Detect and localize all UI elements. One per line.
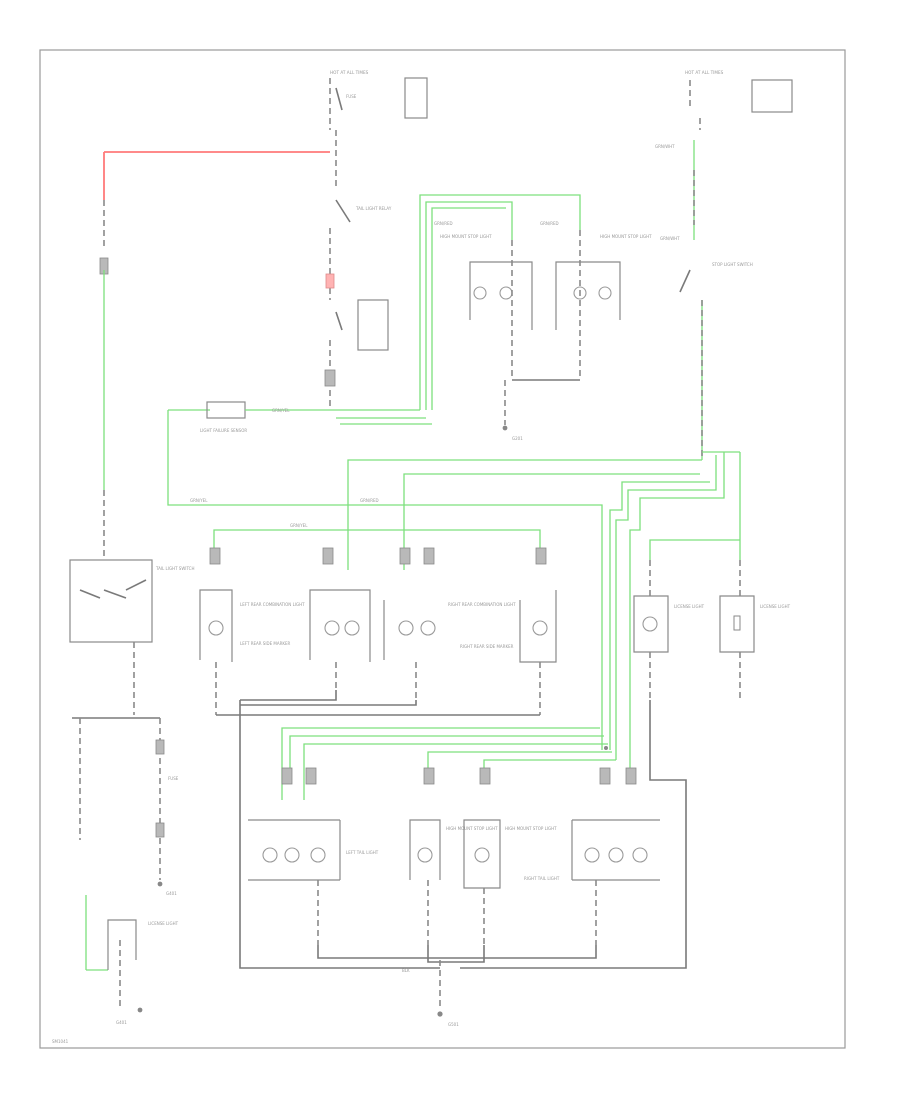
ground-left-a: [157, 881, 163, 887]
ground-left-a-label: G401: [166, 891, 177, 896]
high-mount-bulb-left-b: [499, 286, 513, 300]
figure-id: SM1041: [52, 1039, 69, 1044]
grn-yel-label-3: GRN/YEL: [290, 523, 308, 528]
stop-light-switch-label: STOP LIGHT SWITCH: [712, 262, 753, 267]
left-rear-bulb: [208, 620, 224, 636]
center-left-bulb: [417, 847, 433, 863]
blk-label-bottom: BLK: [402, 968, 410, 973]
grn-red-label-top: GRN/RED: [434, 221, 453, 226]
ground-top: [502, 425, 508, 431]
bottom-row: LEFT TAIL LIGHT HIGH MOUNT STOP LIGHT HI…: [248, 727, 660, 1027]
high-mount-stop-label: HIGH MOUNT STOP LIGHT: [440, 234, 492, 239]
ground-top-label: G201: [512, 436, 523, 441]
left-tail-bulb-c: [310, 847, 326, 863]
grn-yel-label-2: GRN/YEL: [190, 498, 208, 503]
hot-at-all-times-right-label: HOT AT ALL TIMES: [685, 70, 724, 75]
license-light-label-left: LICENSE LIGHT: [148, 921, 179, 926]
rear-combination-row: LEFT REAR COMBINATION LIGHT LEFT REAR SI…: [199, 547, 791, 969]
grn-red-label-top-right: GRN/RED: [540, 221, 559, 226]
high-mount-stop-area: GRN/RED GRN/RED HIGH MOUNT STOP LIGHT HI…: [419, 194, 652, 441]
right-rear-combination-label: RIGHT REAR COMBINATION LIGHT: [448, 602, 516, 607]
center-right-label: HIGH MOUNT STOP LIGHT: [505, 826, 557, 831]
left-tail-label: LEFT TAIL LIGHT: [346, 850, 379, 855]
hot-at-all-times-left-label: HOT AT ALL TIMES: [330, 70, 369, 75]
grn-red-label-mid: GRN/RED: [360, 498, 379, 503]
grn-wht-label-1: GRN/WHT: [655, 144, 675, 149]
ground-left-b: [137, 1007, 143, 1013]
light-failure-sensor-box: [206, 401, 246, 419]
diagram-frame: [39, 49, 846, 1049]
ground-left-b-label: G401: [116, 1020, 127, 1025]
right-rear-bulb: [532, 620, 548, 636]
right-high-mount-label: HIGH MOUNT STOP LIGHT: [600, 234, 652, 239]
left-rear-side-marker-label: LEFT REAR SIDE MARKER: [240, 641, 291, 646]
license-light-label-2: LICENSE LIGHT: [760, 604, 791, 609]
tail-light-relay-contact: [335, 199, 351, 223]
ground-bottom-center: [437, 1011, 443, 1017]
right-rear-tail-bulb: [398, 620, 414, 636]
stop-light-switch-contact: [679, 269, 691, 293]
green-bus: GRN/RED GRN/YEL: [213, 451, 741, 780]
grn-wht-label-2: GRN/WHT: [660, 236, 680, 241]
light-failure-sensor: LIGHT FAILURE SENSOR GRN/YEL GRN/YEL: [167, 401, 432, 506]
light-failure-sensor-label: LIGHT FAILURE SENSOR: [200, 428, 247, 433]
tail-light-relay-label: TAIL LIGHT RELAY: [355, 206, 392, 211]
left-tail-bulb-a: [262, 847, 278, 863]
left-tail-bulb-b: [284, 847, 300, 863]
right-rear-side-marker-label: RIGHT REAR SIDE MARKER: [460, 644, 514, 649]
center-right-bulb: [474, 847, 490, 863]
fuse-label-top: FUSE: [346, 94, 357, 99]
high-mount-bulb-right-b: [598, 286, 612, 300]
right-tail-bulb-a: [584, 847, 600, 863]
high-mount-bulb-left-a: [473, 286, 487, 300]
grn-yel-label-1: GRN/YEL: [272, 408, 290, 413]
left-power-feed: HOT AT ALL TIMES FUSE TAIL LIGHT RELAY: [324, 70, 428, 410]
tail-light-switch: TAIL LIGHT SWITCH FUSE G401 G401 LICENSE…: [69, 559, 194, 1025]
center-left-label: HIGH MOUNT STOP LIGHT: [446, 826, 498, 831]
right-rear-stop-bulb: [420, 620, 436, 636]
ground-bottom-center-label: G501: [448, 1022, 459, 1027]
right-tail-bulb-b: [608, 847, 624, 863]
tail-light-switch-label: TAIL LIGHT SWITCH: [155, 566, 194, 571]
license-light-label-1: LICENSE LIGHT: [674, 604, 705, 609]
right-tail-bulb-c: [632, 847, 648, 863]
fuse-label-left: FUSE: [168, 776, 179, 781]
right-power-feed: HOT AT ALL TIMES GRN/WHT GRN/WHT STOP LI…: [655, 70, 793, 460]
left-rear-stop-bulb: [344, 620, 360, 636]
license-light-bulb-left: [642, 616, 658, 632]
right-tail-label: RIGHT TAIL LIGHT: [524, 876, 560, 881]
tail-light-switch-box: [69, 559, 153, 643]
left-rear-tail-bulb: [324, 620, 340, 636]
left-rear-combination-label: LEFT REAR COMBINATION LIGHT: [240, 602, 305, 607]
